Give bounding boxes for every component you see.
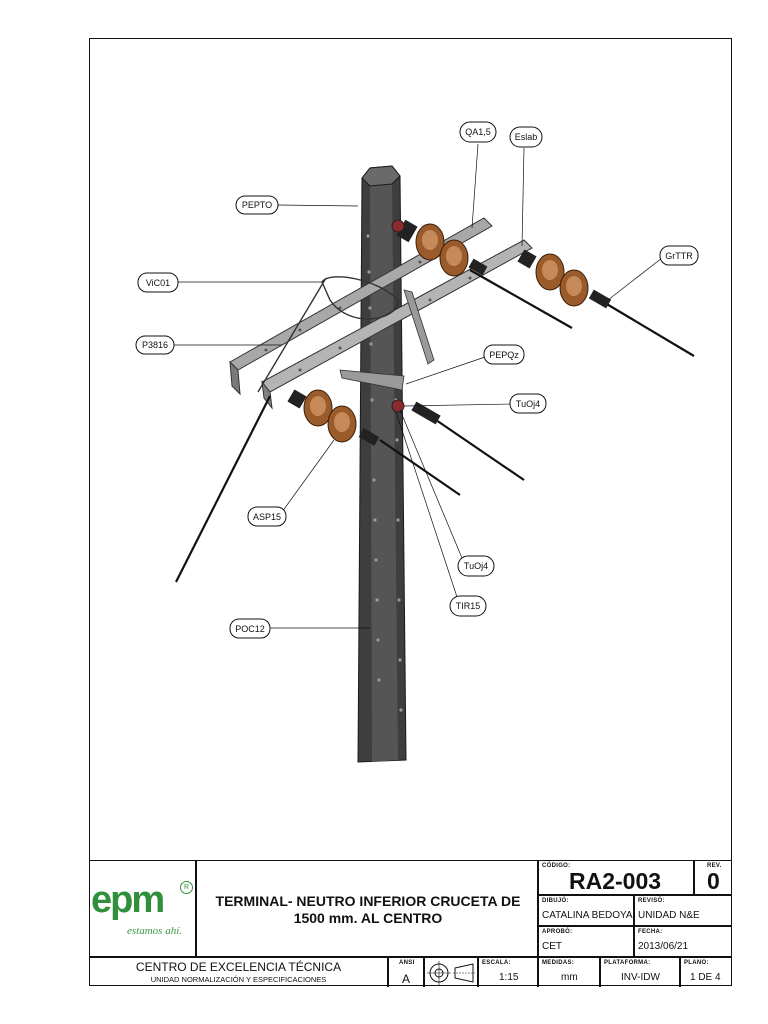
drawing-title-line1: TERMINAL- NEUTRO INFERIOR CRUCETA DE <box>215 893 521 909</box>
insulator-strings <box>287 219 612 446</box>
svg-text:ASP15: ASP15 <box>253 512 281 522</box>
logo-slogan: estamos ahí. <box>127 925 182 937</box>
svg-text:ViC01: ViC01 <box>146 278 170 288</box>
callout-vic01: ViC01 <box>137 272 179 293</box>
callout-tir15: TIR15 <box>449 595 487 617</box>
drawing-code: RA2-003 <box>569 868 662 894</box>
conductor-lines <box>175 269 695 583</box>
epm-logo: epm <box>91 879 165 921</box>
codigo-cell: CÓDIGO: RA2-003 <box>538 861 694 895</box>
drawn-by: CATALINA BEDOYA <box>542 910 633 921</box>
drawing-scale: 1:15 <box>499 972 519 983</box>
reviso-cell: REVISÓ: UNIDAD N&E <box>634 895 732 926</box>
svg-text:TIR15: TIR15 <box>456 601 481 611</box>
projection-icon <box>427 961 475 985</box>
org-unit: UNIDAD NORMALIZACIÓN Y ESPECIFICACIONES <box>150 975 327 984</box>
approved-by: CET <box>542 941 562 952</box>
drawing-title-line2: 1500 mm. AL CENTRO <box>293 910 443 926</box>
rev-cell: REV. 0 <box>694 861 732 895</box>
svg-text:P3816: P3816 <box>142 340 168 350</box>
svg-text:Eslab: Eslab <box>515 132 538 142</box>
drawing-date: 2013/06/21 <box>638 941 689 952</box>
callout-p3816: P3816 <box>135 335 175 355</box>
svg-text:TuOj4: TuOj4 <box>464 561 488 571</box>
callout-eslab: Eslab <box>509 126 543 148</box>
org-name: CENTRO DE EXCELENCIA TÉCNICA <box>135 960 342 974</box>
svg-text:QA1,5: QA1,5 <box>465 127 491 137</box>
pole-band <box>321 276 399 320</box>
aprobo-cell: APROBÓ: CET <box>538 926 634 957</box>
callout-tuoj4-top: TuOj4 <box>509 393 547 414</box>
medidas-cell: MEDIDAS: mm <box>538 957 600 987</box>
sheet-number: 1 DE 4 <box>690 972 721 983</box>
plano-cell: PLANO: 1 DE 4 <box>680 957 732 987</box>
projection-symbol-cell <box>424 957 478 987</box>
concrete-pole <box>357 165 407 763</box>
svg-text:POC12: POC12 <box>235 624 265 634</box>
title-cell: TERMINAL- NEUTRO INFERIOR CRUCETA DE 150… <box>196 861 538 957</box>
callout-pepto: PEPTO <box>235 195 279 215</box>
logo-cell: epm R estamos ahí. <box>89 861 196 957</box>
callout-poc12: POC12 <box>229 618 271 639</box>
ansi-cell: ANSI A <box>388 957 424 987</box>
units: mm <box>561 972 578 983</box>
callout-asp15: ASP15 <box>247 506 287 527</box>
svg-text:PEPTO: PEPTO <box>242 200 272 210</box>
callout-pepqz: PEPQz <box>483 344 525 365</box>
platform: INV-IDW <box>621 972 660 983</box>
reviewed-by: UNIDAD N&E <box>638 910 700 921</box>
ansi-size: A <box>402 972 411 986</box>
escala-cell: ESCALA: 1:15 <box>478 957 538 987</box>
fecha-cell: FECHA: 2013/06/21 <box>634 926 732 957</box>
callout-leaders <box>172 143 663 629</box>
callout-grttr: GrTTR <box>659 245 699 266</box>
revision-number: 0 <box>707 868 720 894</box>
svg-text:TuOj4: TuOj4 <box>516 399 540 409</box>
svg-text:GrTTR: GrTTR <box>665 251 693 261</box>
registered-mark: R <box>180 881 193 894</box>
plataforma-cell: PLATAFORMA: INV-IDW <box>600 957 680 987</box>
title-block: epm R estamos ahí. TERMINAL- NEUTRO INFE… <box>89 860 732 987</box>
dibujo-cell: DIBUJÓ: CATALINA BEDOYA <box>538 895 634 926</box>
drawing-sheet <box>89 38 732 986</box>
callout-bubbles: QA1,5 Eslab PEPTO GrTTR ViC01 P3816 PEPQ… <box>135 121 699 639</box>
org-cell: CENTRO DE EXCELENCIA TÉCNICA UNIDAD NORM… <box>89 957 388 987</box>
callout-qa15: QA1,5 <box>459 121 497 143</box>
svg-text:PEPQz: PEPQz <box>489 350 519 360</box>
callout-tuoj4-bottom: TuOj4 <box>457 555 495 577</box>
crossarm-brace <box>339 289 435 391</box>
